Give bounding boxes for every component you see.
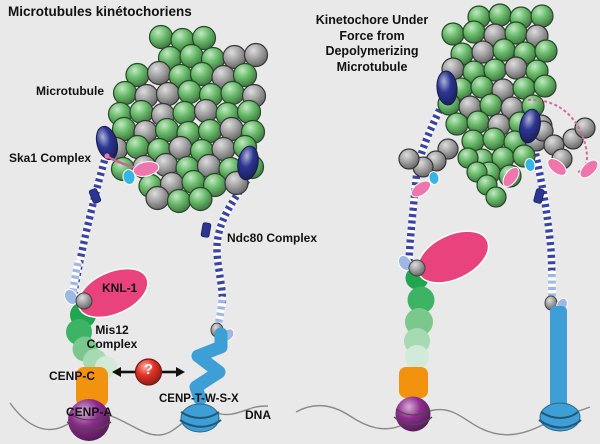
ndc80-coiled-coils xyxy=(69,94,556,333)
right-kinetochore xyxy=(393,230,490,432)
cenp-c-label: CENP-C xyxy=(49,369,96,383)
right-title-line1: Kinetochore Under xyxy=(315,13,429,27)
right-title-line4: Microtubule xyxy=(336,59,408,74)
question-annotation xyxy=(112,358,185,386)
ska1-complex-label: Ska1 Complex xyxy=(9,151,92,165)
ndc80-complex-label: Ndc80 Complex xyxy=(227,231,318,245)
ndc80-heads xyxy=(95,70,541,181)
ska1-complex xyxy=(104,98,599,198)
right-title-line3: Depolymerizing xyxy=(325,44,419,58)
cenp-twsx-left xyxy=(179,322,235,433)
mis12-label-line2: Complex xyxy=(86,337,138,351)
question-mark-label: ? xyxy=(143,361,154,378)
cenp-twsx-label: CENP-T-W-S-X xyxy=(159,393,239,405)
knl1-label: KNL-1 xyxy=(102,281,138,295)
mis12-label-line1: Mis12 xyxy=(95,323,129,337)
dna-label: DNA xyxy=(245,408,271,422)
right-panel-title: Kinetochore Under Force from Depolymeriz… xyxy=(297,13,447,75)
cenp-a-label: CENP-A xyxy=(66,405,113,419)
mis12-complex-label: Mis12 Complex xyxy=(72,323,152,351)
cenp-twsx-right xyxy=(538,295,582,432)
left-kinetochore xyxy=(63,267,149,441)
left-microtubule xyxy=(103,24,269,214)
right-title-line2: Force from xyxy=(339,28,405,43)
microtubule-label: Microtubule xyxy=(36,84,104,98)
left-panel-title: Microtubules kinétochoriens xyxy=(8,4,192,19)
